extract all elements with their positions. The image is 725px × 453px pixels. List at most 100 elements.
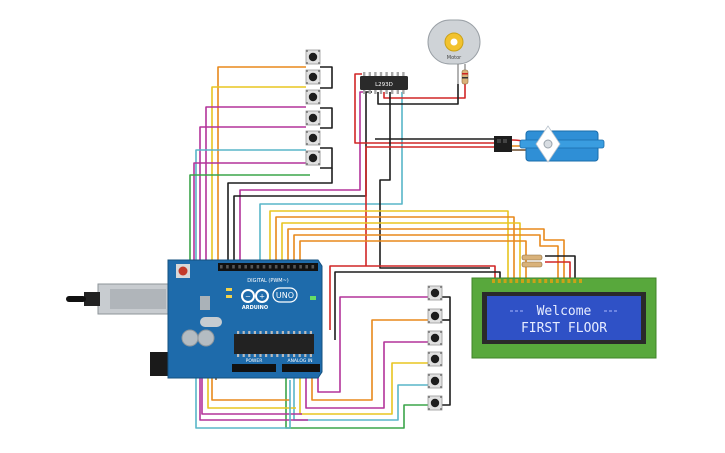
pushbutton-cap[interactable] xyxy=(430,376,440,386)
servo-connector xyxy=(494,136,512,152)
wire-bottom-gnd xyxy=(442,296,451,406)
lcd-header-pins xyxy=(492,279,582,283)
top-pushbutton-5[interactable] xyxy=(305,130,321,146)
wire-lcd-black-right xyxy=(545,255,576,280)
pushbutton-cap[interactable] xyxy=(430,333,440,343)
svg-text:−: − xyxy=(245,293,251,301)
wire-lcd-red xyxy=(329,265,496,330)
resistor-band xyxy=(462,73,468,75)
bottom-pushbutton-4[interactable] xyxy=(427,351,443,367)
svg-text:+: + xyxy=(259,293,265,301)
wire-button-b2-orange xyxy=(311,319,428,401)
servo-mount xyxy=(519,139,605,149)
wire-driver-red-motor xyxy=(383,84,466,99)
brand-label: ARDUINO xyxy=(242,305,268,311)
wire-lcd-yellow-1 xyxy=(269,210,509,280)
reset-button[interactable] xyxy=(178,266,188,276)
pushbutton-cap[interactable] xyxy=(308,153,318,163)
wire-button-b6-green xyxy=(285,375,428,429)
pushbutton-cap[interactable] xyxy=(308,72,318,82)
wire-servo-red xyxy=(365,146,495,266)
wire-lcd-orange-3 xyxy=(293,234,559,280)
digital-header-pins xyxy=(220,265,315,269)
servo-connector-pin xyxy=(497,139,501,143)
board-component xyxy=(200,296,210,310)
wire-button-b5-teal xyxy=(293,375,428,421)
pushbutton-cap[interactable] xyxy=(430,311,440,321)
motor-shaft xyxy=(450,38,458,46)
lcd-resistor-2 xyxy=(521,261,543,268)
top-pushbutton-2[interactable] xyxy=(305,69,321,85)
driver-pins-top xyxy=(363,72,405,76)
wire-button-gnd-2 xyxy=(320,107,333,129)
bottom-pushbutton-6[interactable] xyxy=(427,395,443,411)
wire-button-b3-magenta xyxy=(305,341,428,409)
wire-lcd-orange-1 xyxy=(275,216,515,280)
wire-button-4-magenta xyxy=(199,126,306,263)
crystal xyxy=(200,317,222,327)
wire-button-b4-yellow xyxy=(299,362,428,415)
top-pushbutton-4[interactable] xyxy=(305,110,321,126)
wire-driver-in-black xyxy=(233,91,372,263)
usb-cable xyxy=(66,296,86,302)
bottom-pushbutton-3[interactable] xyxy=(427,330,443,346)
pushbutton-cap[interactable] xyxy=(430,398,440,408)
lcd-screen xyxy=(487,296,641,340)
arduino-logo-icon: − + xyxy=(241,289,269,303)
pushbutton-cap[interactable] xyxy=(308,133,318,143)
model-label: UNO xyxy=(276,291,294,300)
lcd-resistor-1 xyxy=(521,254,543,261)
servo-motor[interactable] xyxy=(494,125,605,163)
wire-button-gnd-4 xyxy=(227,168,333,263)
usb-plug xyxy=(84,292,100,306)
wire-driver-in-magenta xyxy=(239,91,366,263)
digital-label: DIGITAL (PWM~) xyxy=(247,278,289,284)
bottom-pushbutton-1[interactable] xyxy=(427,285,443,301)
digital-header xyxy=(218,263,318,271)
atmega-chip xyxy=(234,334,314,354)
wire-driver-teal xyxy=(259,92,403,263)
top-pushbutton-3[interactable] xyxy=(305,89,321,105)
driver-label: L293D xyxy=(375,82,393,88)
wire-lcd-orange-2 xyxy=(287,228,565,280)
power-led xyxy=(310,296,316,300)
pushbutton-cap[interactable] xyxy=(308,52,318,62)
pushbutton-cap[interactable] xyxy=(308,92,318,102)
bottom-pushbutton-5[interactable] xyxy=(427,373,443,389)
bottom-pushbutton-2[interactable] xyxy=(427,308,443,324)
top-button-column xyxy=(305,49,321,166)
resistor-band xyxy=(462,77,468,79)
pushbutton-cap[interactable] xyxy=(308,113,318,123)
arduino-uno-board[interactable]: DIGITAL (PWM~) − + ARDUINO UNO POWER ANA… xyxy=(66,259,323,379)
lcd-16x2-display[interactable]: Welcome FIRST FLOOR xyxy=(471,254,657,359)
wire-lcd-red-right xyxy=(545,261,571,280)
wire-driver-black-down xyxy=(379,92,490,269)
wire-left-green-loop xyxy=(189,174,310,263)
pushbutton-cap[interactable] xyxy=(430,288,440,298)
capacitor xyxy=(181,329,199,347)
model-badge xyxy=(272,287,298,303)
wire-button-gnd-1 xyxy=(320,66,333,89)
lcd-line-1: Welcome xyxy=(537,304,592,319)
led-indicator xyxy=(226,288,232,291)
dc-motor[interactable]: Motor xyxy=(427,19,481,85)
wire-lcd-orange-4 xyxy=(299,240,527,280)
wire-driver-black-motor xyxy=(377,84,459,105)
power-label: POWER xyxy=(246,358,263,364)
pushbutton-cap[interactable] xyxy=(430,354,440,364)
top-pushbutton-7[interactable] xyxy=(305,150,321,166)
wires xyxy=(189,66,576,429)
led-indicator xyxy=(226,295,232,298)
bottom-button-column xyxy=(427,285,443,411)
l293d-driver-chip[interactable]: L293D xyxy=(360,72,408,94)
lcd-line-2: FIRST FLOOR xyxy=(521,321,607,336)
wire-button-3-magenta xyxy=(205,106,306,263)
wire-button-2-yellow xyxy=(211,86,306,263)
driver-pins-bottom xyxy=(363,90,405,94)
top-pushbutton-1[interactable] xyxy=(305,49,321,65)
wire-button-gnd-3 xyxy=(320,147,333,169)
wire-button-b1-magenta xyxy=(317,296,428,393)
wire-lcd-black xyxy=(334,271,501,340)
mcu-pins xyxy=(237,331,312,357)
